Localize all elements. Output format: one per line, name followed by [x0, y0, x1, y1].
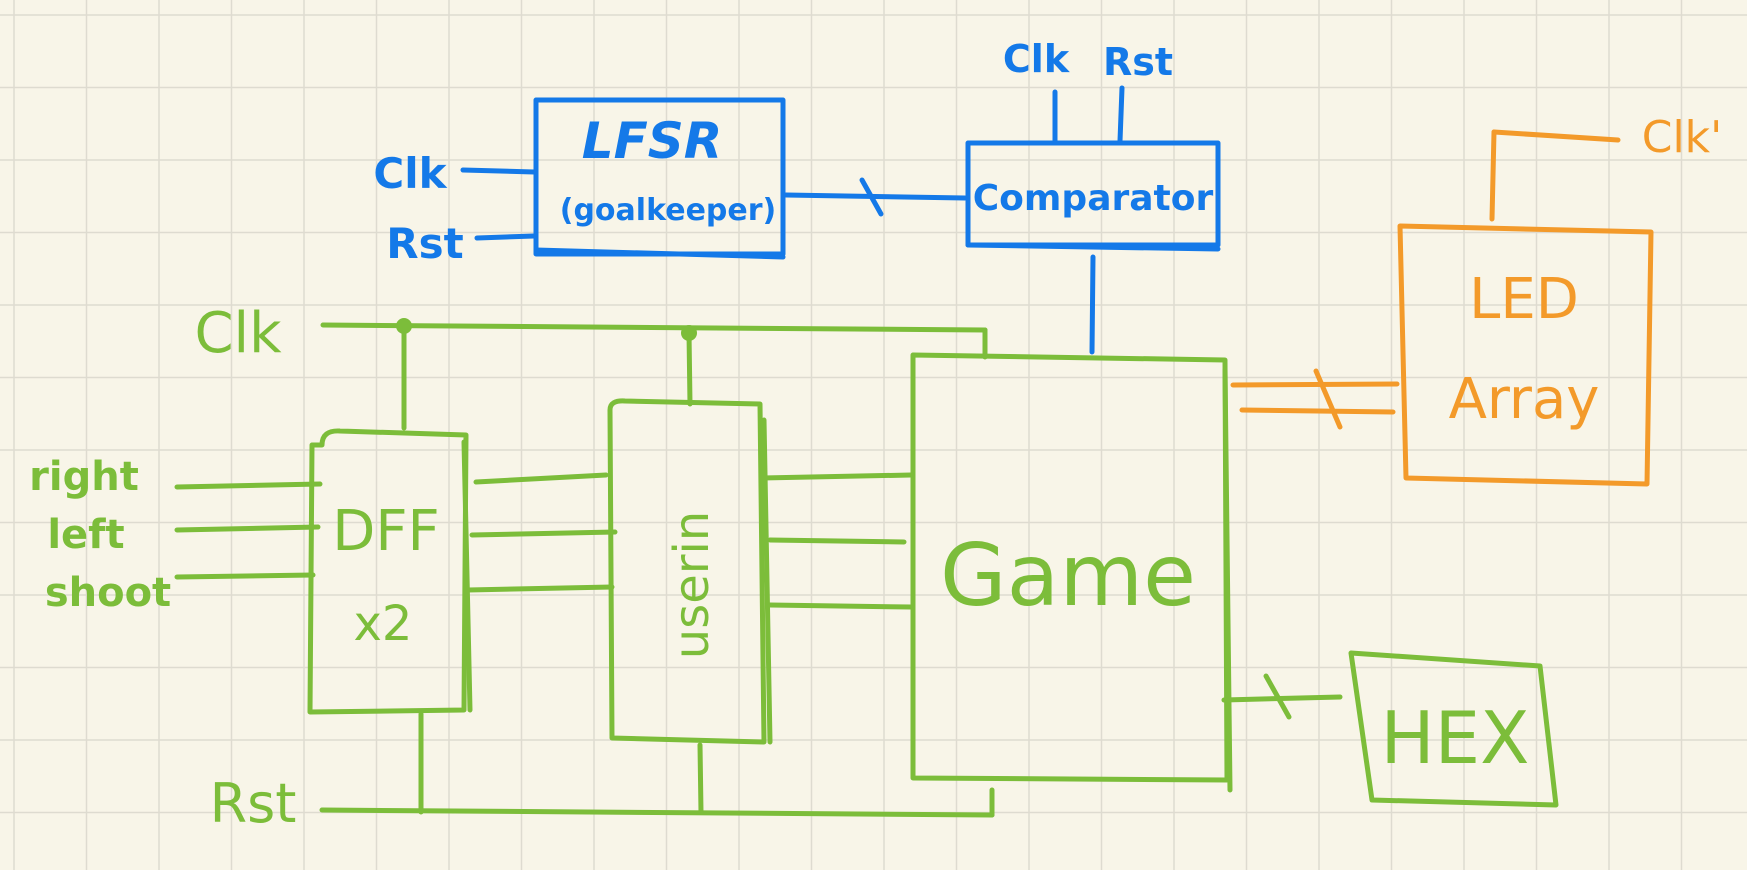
- main-clk-label: Clk: [194, 301, 282, 366]
- right-label: right: [29, 454, 139, 500]
- bus-slash-mark: [859, 177, 884, 217]
- led-label-line2: Array: [1449, 367, 1600, 432]
- hex-label: HEX: [1381, 696, 1530, 780]
- lfsr-rst-label: Rst: [386, 219, 463, 268]
- comparator-rst-label: Rst: [1103, 40, 1173, 84]
- game-to-led-bus-1: [1230, 381, 1400, 388]
- rst-bus: [319, 807, 995, 818]
- led-label-line1: LED: [1469, 267, 1579, 332]
- hex-block: [1348, 650, 1559, 808]
- main-rst-label: Rst: [210, 772, 297, 835]
- bus-slash-mark: [1263, 673, 1292, 720]
- right-input-wire: [174, 481, 323, 490]
- led-clk-wire: [1489, 129, 1497, 222]
- comparator-to-game-wire: [1089, 254, 1096, 355]
- lfsr-rst-wire: [474, 233, 537, 241]
- clk-to-userin-wire: [686, 330, 693, 407]
- shoot-label: shoot: [45, 570, 171, 616]
- lfsr-to-comparator-bus: [783, 192, 968, 201]
- game-label: Game: [940, 526, 1196, 626]
- comparator-clk-label: Clk: [1003, 37, 1070, 81]
- game-to-hex-bus: [1221, 694, 1343, 703]
- dff-multiplier: x2: [354, 596, 413, 652]
- left-label: left: [47, 512, 124, 558]
- bus-slash-mark: [1313, 368, 1343, 430]
- clk-junction-dot: [396, 318, 412, 334]
- lfsr-subtitle: (goalkeeper): [560, 193, 777, 228]
- lfsr-title: LFSR: [582, 112, 723, 170]
- dff-label: DFF: [332, 499, 440, 564]
- led-array-block: [1397, 223, 1654, 487]
- clk-junction-dot: [681, 325, 697, 341]
- lfsr-clk-wire: [460, 167, 537, 175]
- comparator-rst-wire: [1117, 85, 1125, 144]
- clk-bus: [320, 322, 988, 333]
- game-to-led-bus-2: [1239, 407, 1396, 415]
- comparator-label: Comparator: [973, 178, 1214, 219]
- game-block: [910, 352, 1230, 783]
- lfsr-clk-label: Clk: [373, 149, 447, 198]
- led-clk-label: Clk': [1642, 112, 1723, 163]
- left-input-wire: [174, 524, 321, 533]
- userin-block: [607, 398, 767, 745]
- dff-block: [307, 428, 469, 715]
- userin-label: userin: [664, 511, 720, 659]
- shoot-input-wire: [174, 572, 316, 580]
